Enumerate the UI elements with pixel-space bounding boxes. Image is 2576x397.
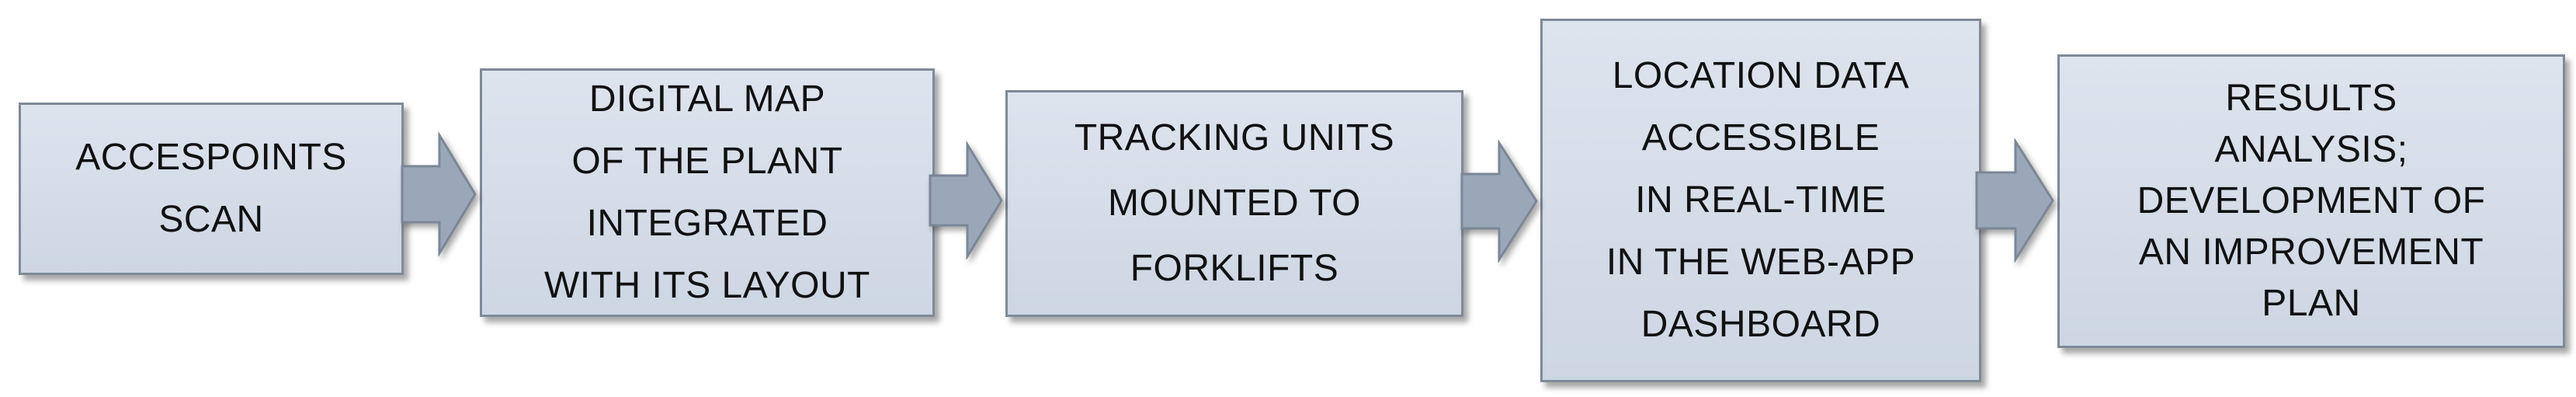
- step-line: TRACKING UNITS: [1074, 117, 1395, 158]
- step-text: LOCATION DATA ACCESSIBLE IN REAL-TIME IN…: [1606, 45, 1915, 356]
- step-text: ACCESPOINTS SCAN: [75, 127, 347, 251]
- step-box-results-analysis: RESULTS ANALYSIS; DEVELOPMENT OF AN IMPR…: [2057, 54, 2565, 348]
- step-line: DEVELOPMENT OF: [2137, 180, 2486, 221]
- step-line: IN THE WEB-APP: [1606, 242, 1916, 283]
- step-box-accespoints-scan: ACCESPOINTS SCAN: [19, 103, 404, 275]
- step-line: INTEGRATED: [586, 203, 828, 244]
- step-line: MOUNTED TO: [1108, 183, 1361, 224]
- step-box-digital-map: DIGITAL MAP OF THE PLANT INTEGRATED WITH…: [480, 68, 935, 317]
- step-line: ANALYSIS;: [2214, 129, 2408, 170]
- step-box-location-data: LOCATION DATA ACCESSIBLE IN REAL-TIME IN…: [1540, 19, 1981, 382]
- flow-arrow-icon: [1975, 138, 2054, 263]
- step-text: TRACKING UNITS MOUNTED TO FORKLIFTS: [1074, 106, 1394, 301]
- step-line: WITH ITS LAYOUT: [544, 265, 870, 306]
- step-line: AN IMPROVEMENT: [2138, 232, 2484, 273]
- step-line: ACCESPOINTS: [75, 137, 347, 178]
- step-line: LOCATION DATA: [1612, 55, 1910, 96]
- step-text: RESULTS ANALYSIS; DEVELOPMENT OF AN IMPR…: [2137, 73, 2486, 329]
- flow-arrow-icon: [1460, 140, 1538, 263]
- step-line: DIGITAL MAP: [588, 78, 826, 120]
- step-line: SCAN: [158, 199, 264, 240]
- step-text: DIGITAL MAP OF THE PLANT INTEGRATED WITH…: [544, 68, 870, 317]
- step-line: FORKLIFTS: [1130, 248, 1339, 289]
- step-line: IN REAL-TIME: [1635, 179, 1887, 221]
- flow-arrow-icon: [929, 141, 1003, 259]
- flow-arrow-icon: [401, 132, 477, 256]
- step-box-tracking-units: TRACKING UNITS MOUNTED TO FORKLIFTS: [1005, 90, 1463, 317]
- step-line: PLAN: [2262, 283, 2361, 324]
- step-line: ACCESSIBLE: [1641, 117, 1880, 158]
- step-line: DASHBOARD: [1640, 304, 1881, 345]
- step-line: OF THE PLANT: [571, 141, 843, 182]
- step-line: RESULTS: [2225, 78, 2397, 119]
